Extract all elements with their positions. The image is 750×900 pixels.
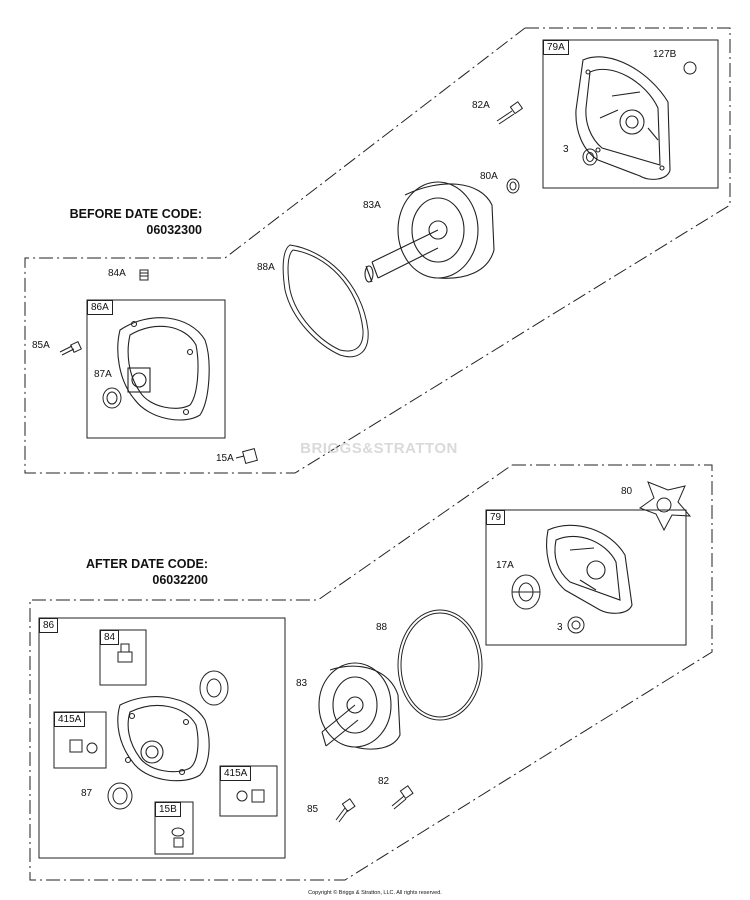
before-group-outline — [24, 27, 731, 474]
o-ring-88-drawing — [397, 609, 483, 721]
box-label-15B: 15B — [155, 802, 181, 817]
label-17A: 17A — [496, 560, 514, 571]
before-date-code-heading: BEFORE DATE CODE: 06032300 — [40, 206, 202, 238]
gasket-80-drawing — [638, 481, 692, 532]
drum-83A-drawing — [364, 181, 495, 283]
box-79 — [485, 509, 687, 646]
cover-86A-drawing — [117, 317, 210, 421]
label-83A: 83A — [363, 200, 381, 211]
box-label-84: 84 — [100, 630, 120, 645]
after-date-code-heading: AFTER DATE CODE: 06032200 — [40, 556, 208, 588]
bolt-82-drawing — [391, 785, 414, 810]
brand-watermark: BRIGGS&STRATTON — [300, 440, 458, 457]
plug-15B-drawing — [171, 827, 185, 848]
label-127B: 127B — [653, 49, 677, 60]
label-87A: 87A — [94, 369, 112, 380]
seal-87-drawing — [107, 782, 133, 810]
gasket-88A-drawing — [282, 244, 369, 358]
screw-82A-drawing — [496, 101, 524, 125]
washer-80A-drawing — [506, 178, 520, 194]
gear-cover-79-drawing — [546, 524, 633, 614]
plug-415A-right-drawing — [236, 789, 265, 803]
box-86A — [86, 299, 226, 439]
gear-cover-79A-drawing — [575, 56, 671, 180]
label-84A: 84A — [108, 268, 126, 279]
label-88A: 88A — [257, 262, 275, 273]
bearing-86-drawing — [199, 670, 229, 706]
box-86 — [38, 617, 286, 859]
drum-83-drawing — [318, 662, 401, 750]
plug-84-drawing — [117, 643, 133, 663]
label-82: 82 — [378, 776, 390, 787]
bolt-85-drawing — [335, 798, 356, 823]
label-80A: 80A — [480, 171, 498, 182]
plug-15A-drawing — [242, 448, 258, 464]
before-date-code-value: 06032300 — [146, 223, 202, 237]
seal-87A-drawing — [102, 387, 122, 409]
seal-3-bottom-drawing — [567, 616, 585, 634]
label-3-top: 3 — [563, 144, 569, 155]
label-80: 80 — [621, 486, 633, 497]
box-label-79A: 79A — [543, 40, 569, 55]
plug-127B-drawing — [683, 61, 697, 75]
box-79A — [542, 39, 719, 189]
box-label-79: 79 — [486, 510, 506, 525]
label-88: 88 — [376, 622, 388, 633]
after-date-code-title: AFTER DATE CODE: — [86, 557, 208, 571]
label-85A: 85A — [32, 340, 50, 351]
label-3-bottom: 3 — [557, 622, 563, 633]
screw-85A-drawing — [59, 341, 82, 356]
label-85: 85 — [307, 804, 319, 815]
label-87: 87 — [81, 788, 93, 799]
after-date-code-value: 06032200 — [152, 573, 208, 587]
bearing-17A-drawing — [511, 574, 541, 610]
plug-84A-drawing — [139, 269, 149, 281]
box-label-415A-right: 415A — [220, 766, 252, 781]
box-label-86: 86 — [39, 618, 59, 633]
label-15A: 15A — [216, 453, 234, 464]
plug-415A-left-drawing — [69, 739, 98, 754]
label-82A: 82A — [472, 100, 490, 111]
box-84 — [99, 629, 147, 686]
after-group-outline — [29, 464, 713, 881]
copyright-notice: Copyright © Briggs & Stratton, LLC. All … — [308, 890, 442, 896]
label-83: 83 — [296, 678, 308, 689]
cover-86-drawing — [117, 696, 210, 782]
before-date-code-title: BEFORE DATE CODE: — [69, 207, 202, 221]
box-label-86A: 86A — [87, 300, 113, 315]
seal-3-top-drawing — [582, 148, 598, 166]
box-label-415A-left: 415A — [54, 712, 86, 727]
